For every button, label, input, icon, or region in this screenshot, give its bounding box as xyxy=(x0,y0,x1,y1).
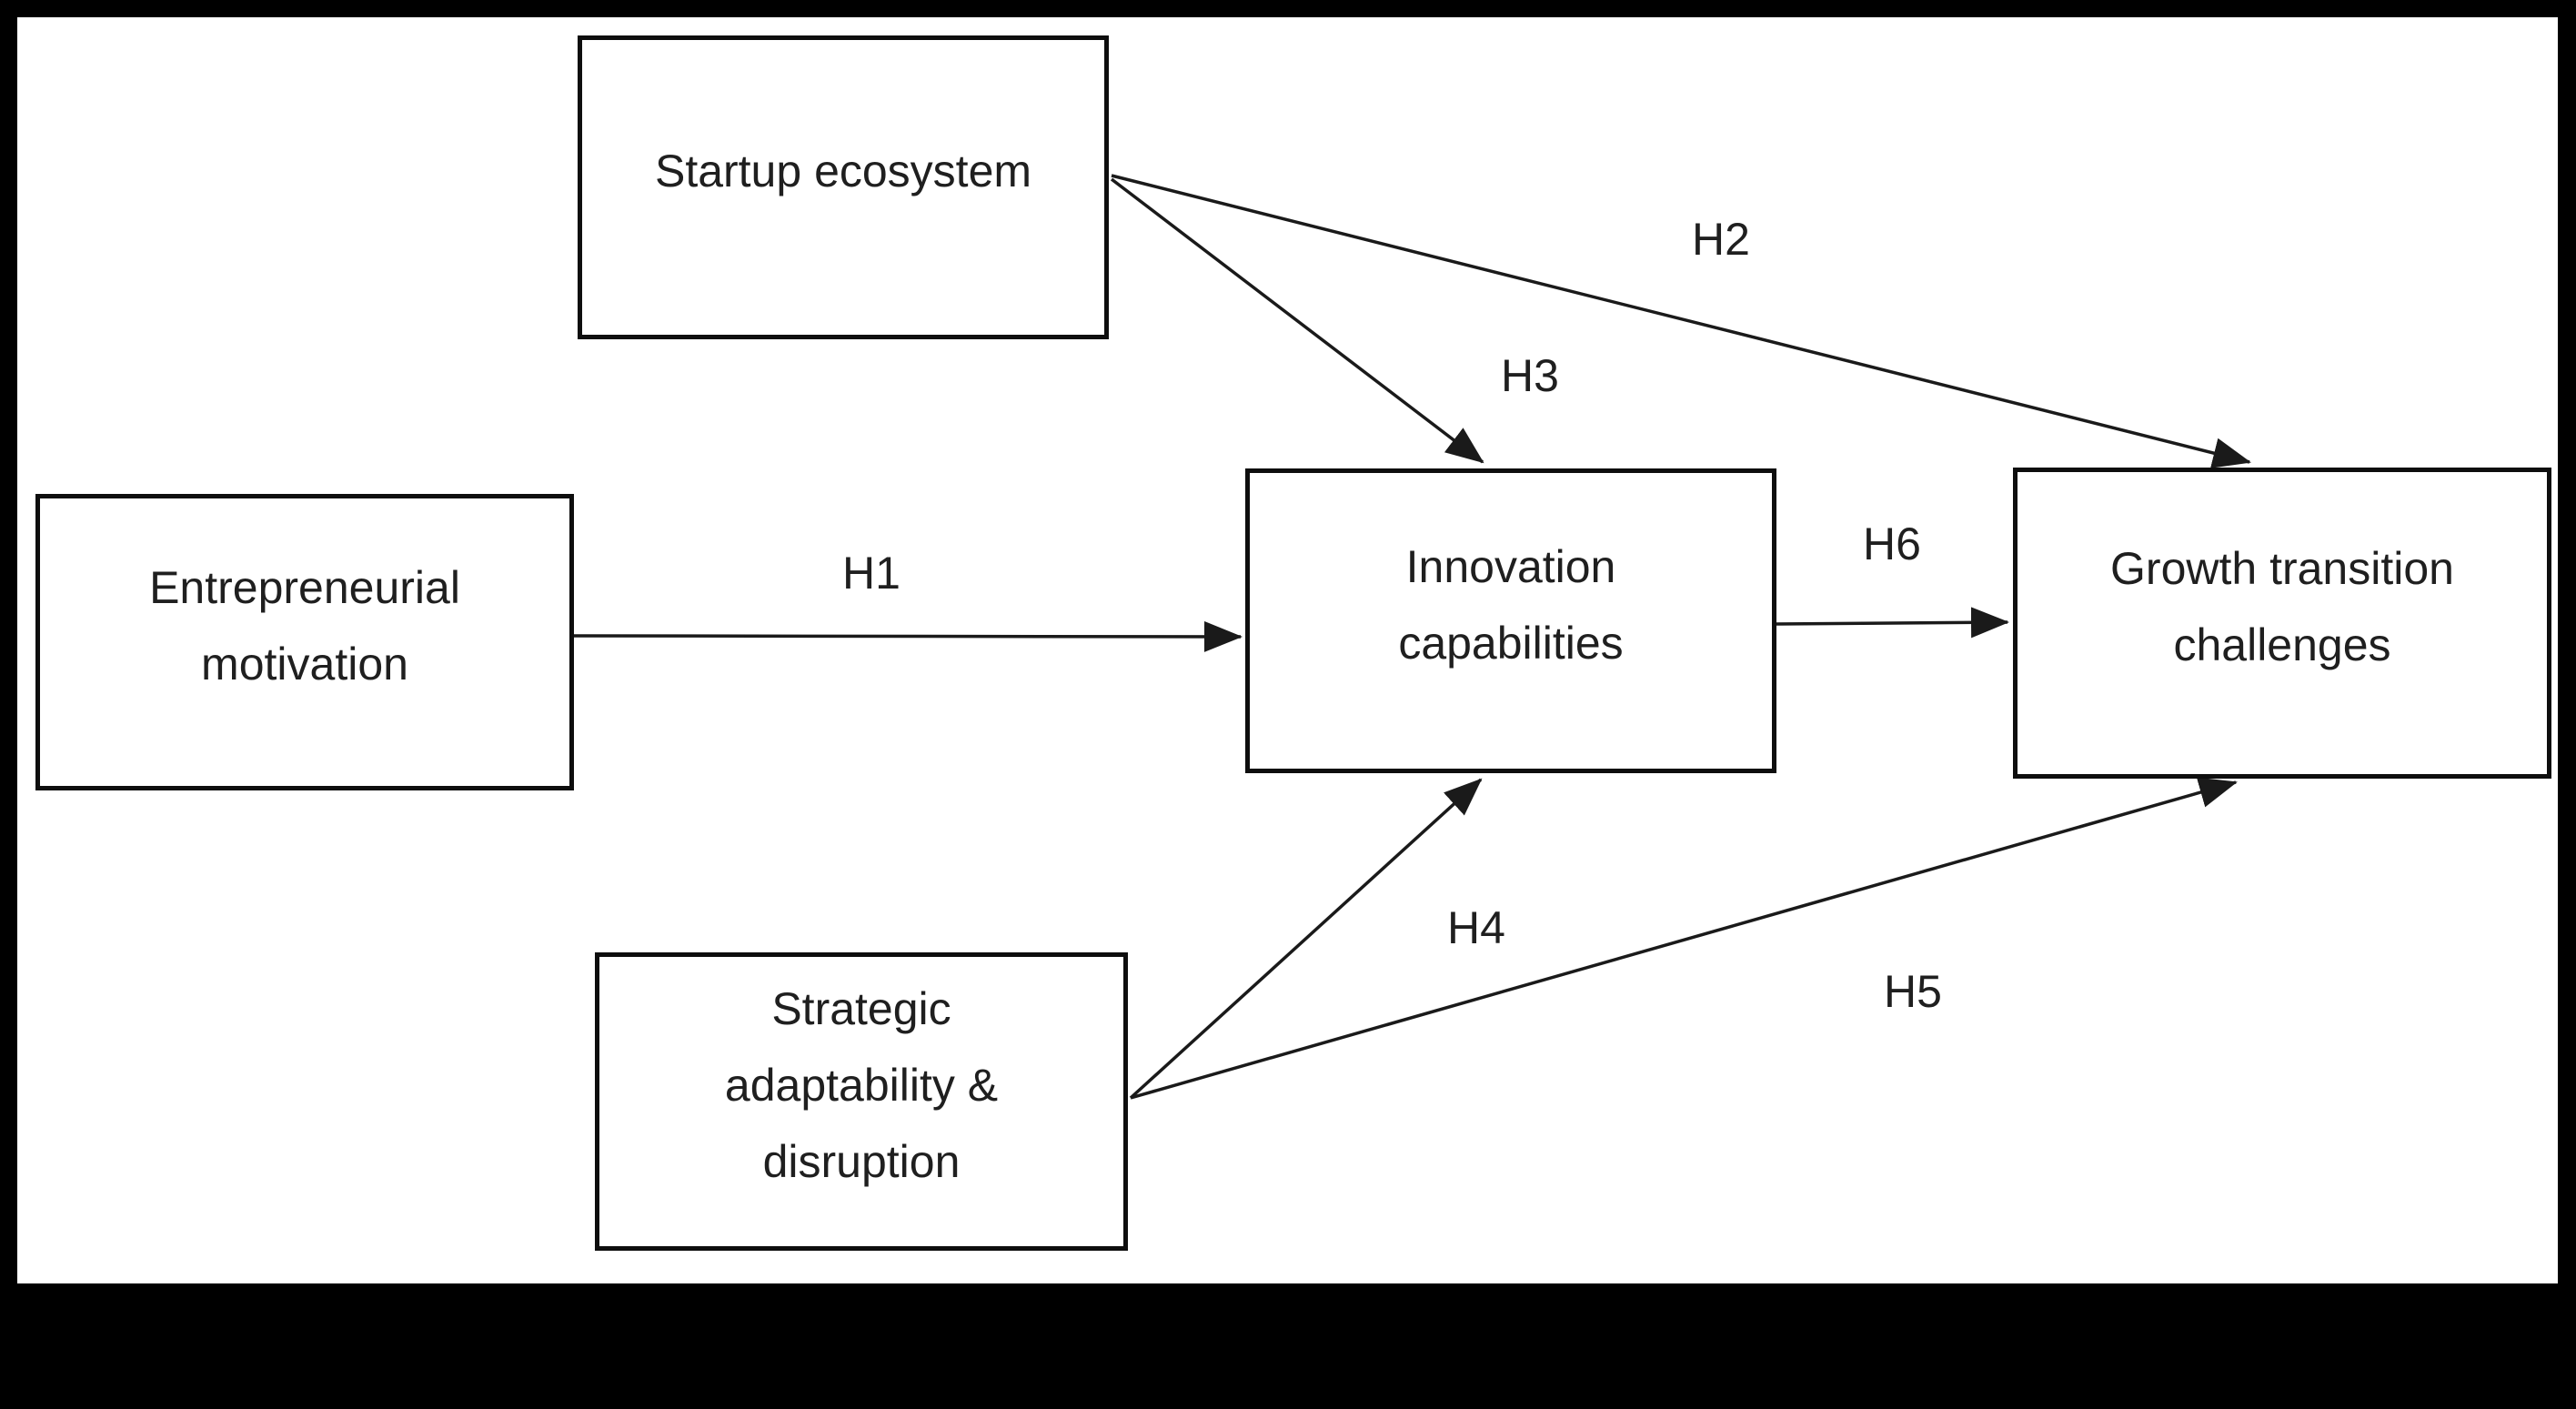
node-entrepreneurial-motivation: Entrepreneurial motivation xyxy=(35,494,574,790)
edge-label-h4: H4 xyxy=(1447,902,1505,953)
node-label-line: Entrepreneurial xyxy=(149,562,460,613)
node-strategic-adaptability-disruption: Strategic adaptability & disruption xyxy=(595,952,1128,1251)
edge-label-h2: H2 xyxy=(1692,214,1750,265)
node-label: Innovation capabilities xyxy=(1398,528,1623,681)
node-label-line: disruption xyxy=(762,1136,961,1187)
node-label-line: Innovation xyxy=(1405,540,1616,592)
node-label-line: Growth transition xyxy=(2110,543,2454,594)
edge-label-h3: H3 xyxy=(1501,350,1559,401)
node-growth-transition-challenges: Growth transition challenges xyxy=(2013,468,2551,779)
node-startup-ecosystem: Startup ecosystem xyxy=(578,35,1109,339)
node-label-line: Startup ecosystem xyxy=(654,146,1032,196)
edge-label-h6: H6 xyxy=(1863,518,1921,569)
node-label-line: capabilities xyxy=(1398,617,1624,669)
node-label: Growth transition challenges xyxy=(2110,530,2454,683)
node-label: Entrepreneurial motivation xyxy=(149,549,460,702)
node-label-line: motivation xyxy=(201,639,408,689)
node-label-line: adaptability & xyxy=(724,1060,999,1111)
edge-label-h5: H5 xyxy=(1884,966,1942,1017)
edge-label-h1: H1 xyxy=(842,548,901,599)
node-label: Strategic adaptability & disruption xyxy=(725,971,998,1200)
node-label: Startup ecosystem xyxy=(655,133,1031,209)
node-label-line: Strategic xyxy=(771,983,951,1034)
node-label-line: challenges xyxy=(2173,619,2391,670)
node-innovation-capabilities: Innovation capabilities xyxy=(1245,468,1776,773)
